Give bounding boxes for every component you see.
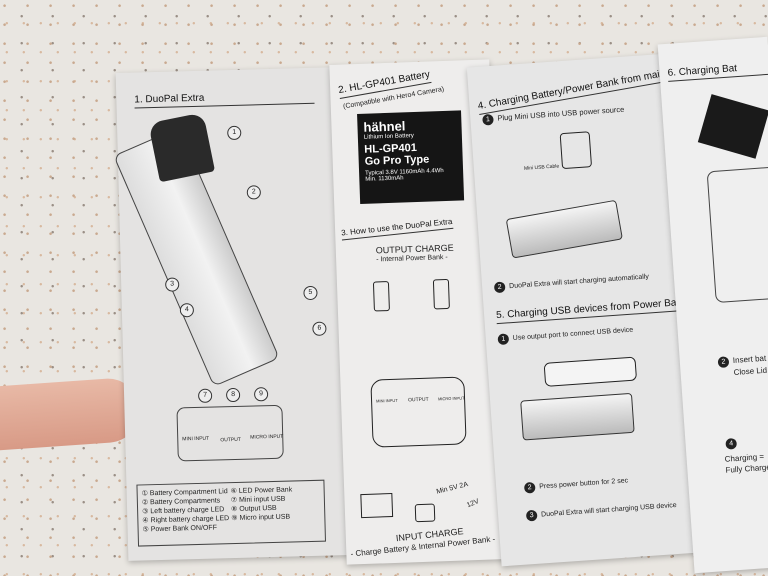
callout: 1 xyxy=(227,125,242,141)
port-label: MINI INPUT xyxy=(182,435,210,443)
battery-lid-illustration xyxy=(148,112,216,183)
step-number: 2 xyxy=(717,356,730,369)
port-label: MICRO INPUT xyxy=(437,395,465,402)
step-number: 1 xyxy=(497,333,510,346)
callout: 5 xyxy=(303,285,318,301)
car-label: 12V xyxy=(465,498,481,510)
legend-item: ⑨ Micro input USB xyxy=(231,513,291,523)
laptop-icon xyxy=(360,493,394,519)
step: 4 xyxy=(725,437,741,450)
wall-plug-icon xyxy=(414,503,436,523)
finger xyxy=(0,376,143,452)
parts-legend: ① Battery Compartment Lid ② Battery Comp… xyxy=(136,479,326,547)
step-text: Press power button for 2 sec xyxy=(538,477,629,491)
section-title: 3. How to use the DuoPal Extra xyxy=(340,216,454,241)
step-text: Close Lid xyxy=(733,365,768,377)
usb-plug-icon xyxy=(559,131,593,170)
phone-icon xyxy=(372,280,390,312)
battery-name: Go Pro Type xyxy=(364,153,430,168)
panel-title: 1. DuoPal Extra xyxy=(134,89,315,109)
step-number: 2 xyxy=(493,281,506,294)
phone-illustration xyxy=(543,356,638,387)
port-label: MICRO INPUT xyxy=(250,433,284,441)
device-illustration xyxy=(706,166,768,304)
section-title: 5. Charging USB devices from Power Bank xyxy=(495,296,688,325)
charging-status: Charging = xyxy=(724,452,765,464)
step-text: DuoPal Extra will start charging automat… xyxy=(508,273,650,291)
cable-label: Mini USB Cable xyxy=(523,163,560,172)
power-bank-illustration xyxy=(520,392,635,441)
port-panel: MINI INPUT OUTPUT MICRO INPUT xyxy=(176,404,284,462)
callout: 7 xyxy=(197,388,213,403)
step-text: Insert bat xyxy=(732,353,767,365)
phone-icon xyxy=(432,278,450,310)
callout: 8 xyxy=(225,387,241,403)
legend-right: ⑥ LED Power Bank ⑦ Mini input USB ⑧ Outp… xyxy=(231,485,321,539)
panel-duopal-extra: 1. DuoPal Extra 1 2 3 4 5 6 7 8 9 MINI I… xyxy=(113,67,351,561)
battery-label: hähnel Lithium Ion Battery HL-GP401 Go P… xyxy=(357,110,465,204)
callout: 6 xyxy=(312,321,327,336)
port-label: OUTPUT xyxy=(220,436,241,444)
step-text: DuoPal Extra will start charging USB dev… xyxy=(540,502,677,519)
power-bank-illustration xyxy=(505,199,623,259)
panel-title: 6. Charging Bat xyxy=(667,60,768,82)
legend-left: ① Battery Compartment Lid ② Battery Comp… xyxy=(142,487,232,541)
step-number: 4 xyxy=(725,437,738,450)
step-number: 1 xyxy=(482,113,494,126)
port-label: OUTPUT xyxy=(407,396,429,404)
callout: 2 xyxy=(246,185,262,200)
step-number: 2 xyxy=(523,481,536,494)
full-status: Fully Charge xyxy=(725,462,768,475)
step-number: 3 xyxy=(525,509,538,522)
port-label: MINI INPUT xyxy=(375,397,398,404)
adapter-label: Min 5V 2A xyxy=(435,481,469,496)
callout: 9 xyxy=(253,387,269,402)
power-bank-diagram: MINI INPUT OUTPUT MICRO INPUT xyxy=(370,376,467,448)
output-subtitle: - Internal Power Bank - xyxy=(376,253,448,264)
legend-item: ⑤ Power Bank ON/OFF xyxy=(142,524,218,534)
step-text: Use output port to connect USB device xyxy=(512,326,634,343)
battery-illustration xyxy=(697,94,768,159)
